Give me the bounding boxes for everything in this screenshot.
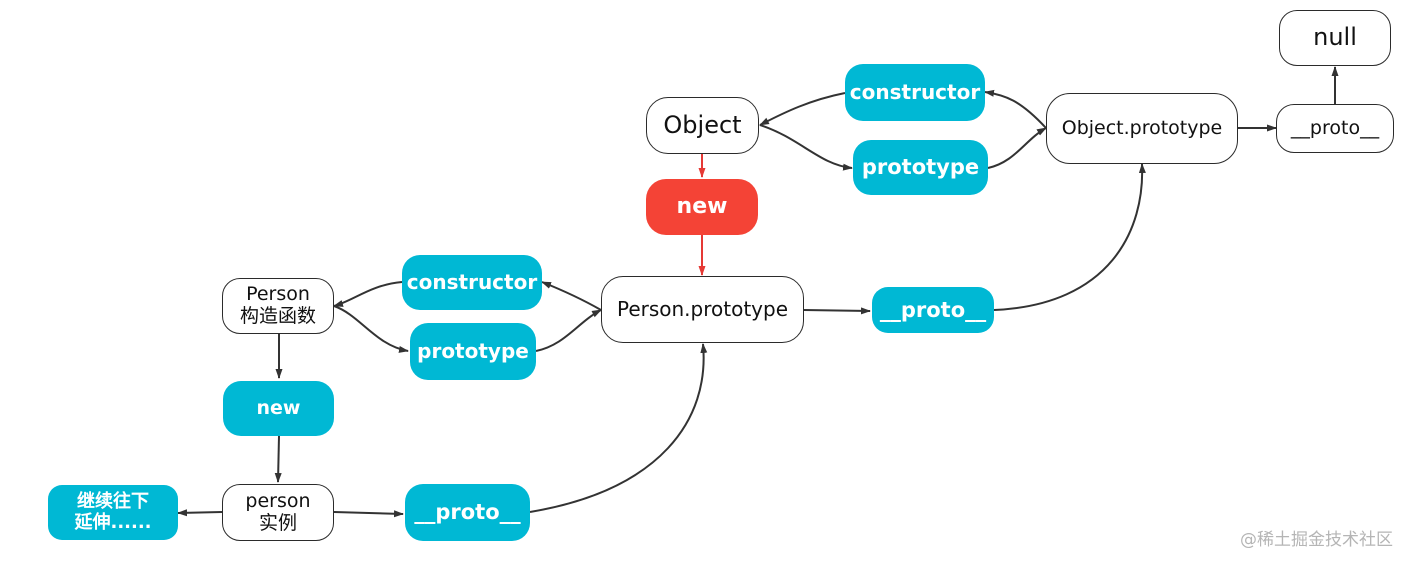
continue-node: 继续往下 延伸...... xyxy=(48,485,178,540)
person-prototype-proto-label: __proto__ xyxy=(879,297,987,322)
continue-label-line1: 继续往下 xyxy=(77,490,149,512)
person-prototype-label: Person.prototype xyxy=(616,297,789,321)
edge-proto-to-object-prototype xyxy=(993,163,1146,311)
object-proto-label: __proto__ xyxy=(1290,116,1380,139)
null-node-label: null xyxy=(1313,23,1357,52)
person-prototype-proto-node: __proto__ xyxy=(872,287,994,333)
new-cyan-node: new xyxy=(223,381,334,436)
edge-constructor-to-person-ctor xyxy=(333,281,403,307)
edge-prototype-to-person-prototype xyxy=(535,309,602,352)
person-instance-label-line1: person xyxy=(245,489,311,512)
object-prototype-node: Object.prototype xyxy=(1046,93,1238,164)
edge-new-to-person-instance xyxy=(274,435,282,483)
new-red-label: new xyxy=(676,194,728,220)
instance-proto-label: __proto__ xyxy=(414,500,521,525)
edge-person-prototype-to-proto xyxy=(803,307,871,315)
edge-constructor-to-object xyxy=(759,92,846,126)
edge-person-ctor-to-prototype xyxy=(333,305,409,353)
person-instance-label-line2: 实例 xyxy=(258,511,297,534)
edge-person-instance-to-continue xyxy=(177,509,223,517)
object-constructor-label: constructor xyxy=(849,80,981,104)
person-ctor-label-line1: Person xyxy=(246,283,310,306)
continue-label-line2: 延伸...... xyxy=(74,511,152,533)
object-proto-node: __proto__ xyxy=(1276,104,1394,153)
person-constructor-node: constructor xyxy=(402,255,542,310)
person-prototype-link-node: prototype xyxy=(410,323,536,380)
edge-person-prototype-to-constructor xyxy=(541,281,602,311)
edge-object-to-prototype xyxy=(759,124,853,171)
person-ctor-node: Person 构造函数 xyxy=(222,278,334,334)
person-ctor-label-line2: 构造函数 xyxy=(239,305,316,327)
person-prototype-link-label: prototype xyxy=(417,339,529,363)
person-prototype-node: Person.prototype xyxy=(601,276,804,343)
object-node-label: Object xyxy=(663,110,742,139)
person-constructor-label: constructor xyxy=(406,270,538,294)
new-cyan-label: new xyxy=(256,396,301,419)
object-constructor-node: constructor xyxy=(845,64,985,121)
object-prototype-link-node: prototype xyxy=(853,140,988,195)
object-prototype-link-label: prototype xyxy=(861,155,980,180)
edge-instance-proto-to-person-prototype xyxy=(529,343,708,513)
instance-proto-node: __proto__ xyxy=(405,484,530,541)
new-red-node: new xyxy=(646,179,758,235)
person-instance-node: person 实例 xyxy=(222,484,334,541)
watermark: @稀土掘金技术社区 xyxy=(1240,530,1393,550)
object-prototype-label: Object.prototype xyxy=(1061,116,1223,139)
edge-object-prototype-to-constructor xyxy=(984,89,1047,129)
null-node: null xyxy=(1279,10,1391,66)
object-node: Object xyxy=(646,97,759,154)
edge-prototype-to-object-prototype xyxy=(987,127,1047,169)
edge-person-instance-to-proto xyxy=(333,510,404,518)
